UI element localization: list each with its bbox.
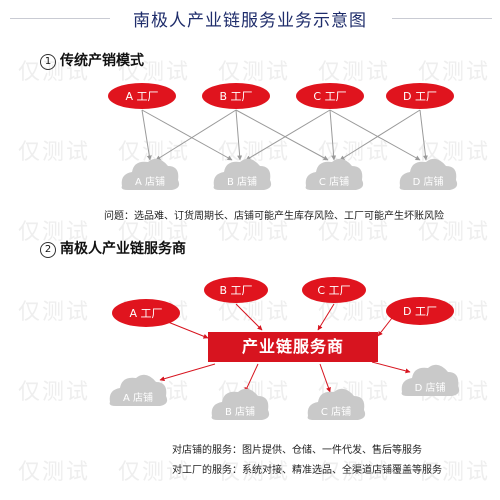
arrow-a-a bbox=[141, 109, 152, 161]
store-b-2: B 店铺 bbox=[211, 388, 270, 420]
arrow-hub-sa bbox=[159, 363, 216, 382]
arrow-fb-hub bbox=[235, 303, 263, 331]
section-1-arrows bbox=[141, 109, 428, 161]
arrow-hub-sd bbox=[371, 361, 411, 374]
store-d-2: D 店铺 bbox=[401, 364, 460, 396]
store-d-1-label: D 店铺 bbox=[413, 175, 444, 188]
factory-c-2: C 工厂 bbox=[302, 277, 366, 303]
factory-b-1: B 工厂 bbox=[202, 83, 270, 109]
cloud-icon bbox=[401, 364, 460, 396]
store-b-1-label: B 店铺 bbox=[227, 175, 257, 188]
title-line-left bbox=[10, 18, 110, 19]
cloud-icon bbox=[213, 158, 272, 190]
factory-c-1: C 工厂 bbox=[296, 83, 364, 109]
cloud-icon bbox=[121, 158, 180, 190]
factory-a-2-label: A 工厂 bbox=[129, 307, 162, 320]
store-a-2-label: A 店铺 bbox=[123, 391, 153, 404]
store-c-1: C 店铺 bbox=[305, 158, 364, 190]
store-c-1-label: C 店铺 bbox=[319, 175, 349, 188]
factory-b-1-label: B 工厂 bbox=[219, 90, 252, 103]
section-2-arrows bbox=[159, 303, 411, 393]
cloud-icon bbox=[399, 158, 458, 190]
arrow-hub-sb bbox=[244, 363, 259, 393]
cloud-icon bbox=[109, 374, 168, 406]
section-1-number: 1 bbox=[40, 54, 56, 70]
factory-d-1: D 工厂 bbox=[386, 83, 454, 109]
cloud-icon bbox=[211, 388, 270, 420]
store-c-2-label: C 店铺 bbox=[321, 405, 351, 418]
store-b-1: B 店铺 bbox=[213, 158, 272, 190]
title-line-right bbox=[392, 18, 492, 19]
store-a-1: A 店铺 bbox=[121, 158, 180, 190]
store-b-2-label: B 店铺 bbox=[225, 405, 255, 418]
store-d-1: D 店铺 bbox=[399, 158, 458, 190]
section-2-number: 2 bbox=[40, 242, 56, 258]
factory-a-1: A 工厂 bbox=[108, 83, 176, 109]
arrow-fa-hub bbox=[167, 321, 209, 339]
factory-services-note: 对工厂的服务：系统对接、精准选品、全渠道店铺覆盖等服务 bbox=[172, 465, 442, 476]
arrow-d-d bbox=[419, 109, 428, 161]
diagram-title: 南极人产业链服务业务示意图 bbox=[133, 11, 367, 31]
factory-a-2: A 工厂 bbox=[112, 299, 180, 327]
arrow-c-c bbox=[329, 109, 337, 161]
store-d-2-label: D 店铺 bbox=[415, 381, 446, 394]
cloud-icon bbox=[305, 158, 364, 190]
factory-a-1-label: A 工厂 bbox=[125, 90, 158, 103]
factory-c-2-label: C 工厂 bbox=[317, 284, 350, 297]
problem-note: 问题：选品难、订货周期长、店铺可能产生库存风险、工厂可能产生坏账风险 bbox=[104, 211, 444, 222]
arrow-c-b bbox=[245, 109, 331, 161]
hub-box bbox=[208, 332, 378, 362]
arrow-fd-hub bbox=[377, 317, 393, 337]
arrow-hub-sc bbox=[319, 363, 331, 393]
arrow-b-b bbox=[235, 109, 243, 161]
hub-label: 产业链服务商 bbox=[241, 337, 344, 356]
store-services-note: 对店铺的服务：图片提供、仓储、一件代发、售后等服务 bbox=[172, 445, 422, 456]
arrow-d-c bbox=[339, 109, 421, 161]
arrow-a-b bbox=[141, 109, 233, 161]
factory-b-2-label: B 工厂 bbox=[219, 284, 252, 297]
factory-b-2: B 工厂 bbox=[204, 277, 268, 303]
arrow-b-c bbox=[235, 109, 329, 161]
store-a-2: A 店铺 bbox=[109, 374, 168, 406]
factory-d-2: D 工厂 bbox=[386, 297, 454, 325]
arrow-fc-hub bbox=[317, 303, 335, 331]
factory-d-2-label: D 工厂 bbox=[403, 305, 437, 318]
arrow-c-d bbox=[329, 109, 421, 161]
store-a-1-label: A 店铺 bbox=[135, 175, 165, 188]
factory-d-1-label: D 工厂 bbox=[403, 90, 437, 103]
factory-c-1-label: C 工厂 bbox=[313, 90, 346, 103]
cloud-icon bbox=[307, 388, 366, 420]
store-c-2: C 店铺 bbox=[307, 388, 366, 420]
arrow-b-a bbox=[155, 109, 237, 161]
section-2-title: 南极人产业链服务商 bbox=[60, 241, 186, 257]
section-1-title: 传统产销模式 bbox=[60, 53, 144, 69]
